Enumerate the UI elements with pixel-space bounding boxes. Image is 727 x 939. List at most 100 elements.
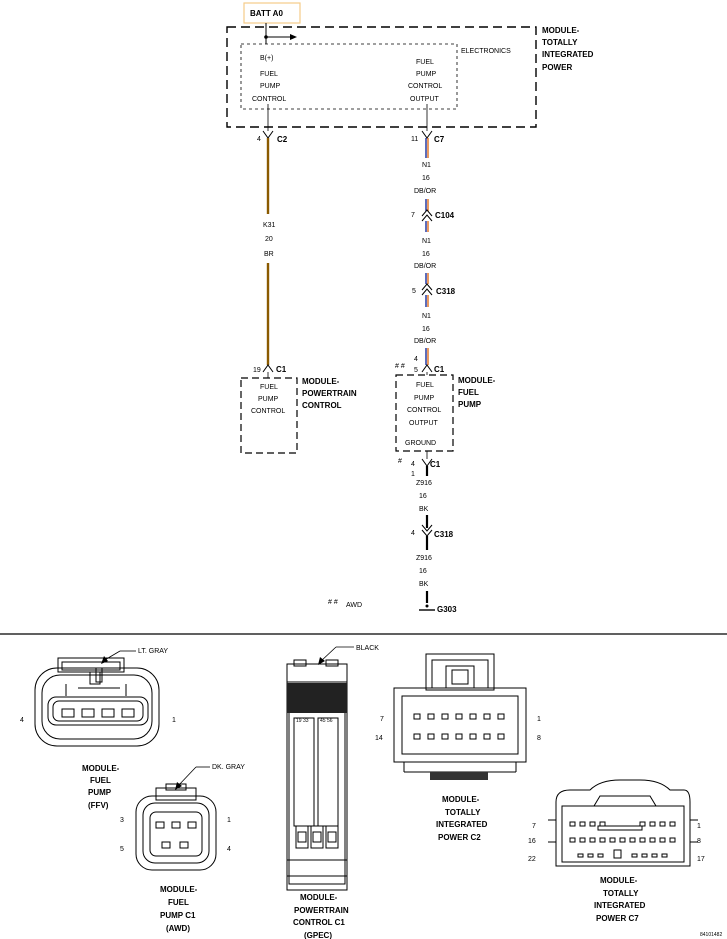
fp-c1-bot-name: C1 [430, 460, 441, 469]
fp-c1-top-connector-icon [421, 364, 433, 373]
tipm-c7-pin-17: 17 [697, 856, 705, 863]
figure-id: 84101482 [700, 932, 722, 938]
tipm-c7-name-4: POWER C7 [596, 914, 639, 923]
fp-c1-top-mark: # # [395, 363, 405, 370]
tipm-name-4: POWER [542, 63, 572, 72]
ffv-leader-arrow-icon [101, 656, 108, 664]
wire-n1-c-circuit: N1 [422, 313, 431, 320]
c2-name: C2 [277, 135, 288, 144]
tipm-right-fuel: FUEL [416, 59, 434, 66]
wire-n1-seg-c2 [425, 348, 429, 365]
wire-n1-a-circuit: N1 [422, 162, 431, 169]
tipm-electronics-label: ELECTRONICS [461, 48, 511, 55]
tipm-c7-pin-16: 16 [528, 838, 536, 845]
pcm-gpec-latch [287, 683, 347, 713]
awd-connector-drawing [135, 783, 217, 871]
wire-z916-b-circuit: Z916 [416, 555, 432, 562]
tipm-name-3: INTEGRATED [542, 50, 594, 59]
arrow-right-icon [290, 34, 297, 40]
fp-c1-top-pin-b: 5 [414, 367, 418, 374]
batt-label: BATT A0 [250, 9, 283, 18]
pcm-gpec-connector-drawing [286, 659, 348, 891]
tipm-c2-pin-14: 14 [375, 735, 383, 742]
wire-n1-seg-a [425, 138, 429, 158]
c7-pin: 11 [411, 136, 418, 143]
tipm-module-box [226, 26, 537, 128]
wire-z916-a-gauge: 16 [419, 493, 427, 500]
wire-k31-circuit: K31 [263, 222, 276, 229]
tipm-right-output: OUTPUT [410, 96, 440, 103]
c7-connector-icon [421, 130, 433, 139]
pcm-c1-connector-icon [262, 364, 274, 373]
fp-name-2: FUEL [458, 388, 479, 397]
pcm-module-box [240, 377, 298, 454]
tipm-c7-pin-7: 7 [532, 823, 536, 830]
awd-pin-4: 4 [227, 846, 231, 853]
ffv-name-3: PUMP [88, 788, 112, 797]
fp-name-1: MODULE- [458, 376, 496, 385]
wire-z916-b-color: BK [419, 581, 429, 588]
tipm-c2-pin-7: 7 [380, 716, 384, 723]
awd-name-3: PUMP C1 [160, 911, 196, 920]
tipm-left-b-plus: B(+) [260, 55, 273, 62]
wire-k31-color: BR [264, 251, 274, 258]
ffv-name-1: MODULE- [82, 764, 120, 773]
pcm-name-c-1: MODULE- [300, 893, 338, 902]
pcm-control: CONTROL [251, 408, 285, 415]
batt-box [243, 2, 301, 24]
tipm-c7-name-2: TOTALLY [603, 889, 639, 898]
tipm-left-pump: PUMP [260, 83, 281, 90]
wire-n1-seg-b [425, 221, 429, 232]
fp-ground: GROUND [405, 440, 436, 447]
pcm-name-1: MODULE- [302, 377, 340, 386]
ground-splice-icon [425, 604, 429, 608]
tipm-c2-pin-8: 8 [537, 735, 541, 742]
tipm-c2-name-1: MODULE- [442, 795, 480, 804]
fp-output: OUTPUT [409, 420, 439, 427]
ffv-connector-drawing [34, 657, 160, 747]
tipm-electronics-box [240, 43, 458, 110]
awd-name-1: MODULE- [160, 885, 198, 894]
c318-b-pin: 4 [411, 530, 415, 537]
ffv-name-4: (FFV) [88, 801, 109, 810]
awd-note-text: AWD [346, 602, 362, 609]
tipm-c7-pin-1: 1 [697, 823, 701, 830]
tipm-c7-connector-drawing [548, 779, 698, 867]
awd-pin-1: 1 [227, 817, 231, 824]
tipm-c2-lock-tab [430, 772, 488, 780]
awd-color-leader [176, 766, 197, 788]
tipm-left-control: CONTROL [252, 96, 286, 103]
tipm-c2-name-2: TOTALLY [445, 808, 481, 817]
c318-a-name: C318 [436, 287, 456, 296]
wire-n1-seg-c [425, 295, 429, 307]
fp-fuel: FUEL [416, 382, 434, 389]
c2-connector-icon [262, 130, 274, 139]
wire-z916-a-circuit: Z916 [416, 480, 432, 487]
ground-label: G303 [437, 605, 457, 614]
tipm-c7-name-3: INTEGRATED [594, 901, 646, 910]
c7-name: C7 [434, 135, 445, 144]
ffv-name-2: FUEL [90, 776, 111, 785]
tipm-c7-pin-8: 8 [697, 838, 701, 845]
tipm-c7-pin-22: 22 [528, 856, 536, 863]
tipm-name-2: TOTALLY [542, 38, 578, 47]
fp-c1-bot-pin-a: 4 [411, 461, 415, 468]
c318-b-name: C318 [434, 530, 454, 539]
wire-n1-seg-a2 [425, 199, 429, 211]
wire-n1-seg-b2 [425, 273, 429, 284]
awd-color-label: DK. GRAY [212, 764, 245, 771]
awd-name-2: FUEL [168, 898, 189, 907]
pcm-c1-pin: 19 [253, 367, 261, 374]
c104-pin: 7 [411, 212, 415, 219]
awd-leader-arrow-icon [175, 782, 182, 790]
awd-pin-3: 3 [120, 817, 124, 824]
pcm-name-2: POWERTRAIN [302, 389, 357, 398]
tipm-name-1: MODULE- [542, 26, 580, 35]
fp-c1-bot-mark: # [398, 458, 402, 465]
wire-n1-a-gauge: 16 [422, 175, 430, 182]
c2-pin: 4 [257, 136, 261, 143]
pcm-name-3: CONTROL [302, 401, 342, 410]
tipm-right-control: CONTROL [408, 83, 442, 90]
tipm-c2-name-3: INTEGRATED [436, 820, 488, 829]
